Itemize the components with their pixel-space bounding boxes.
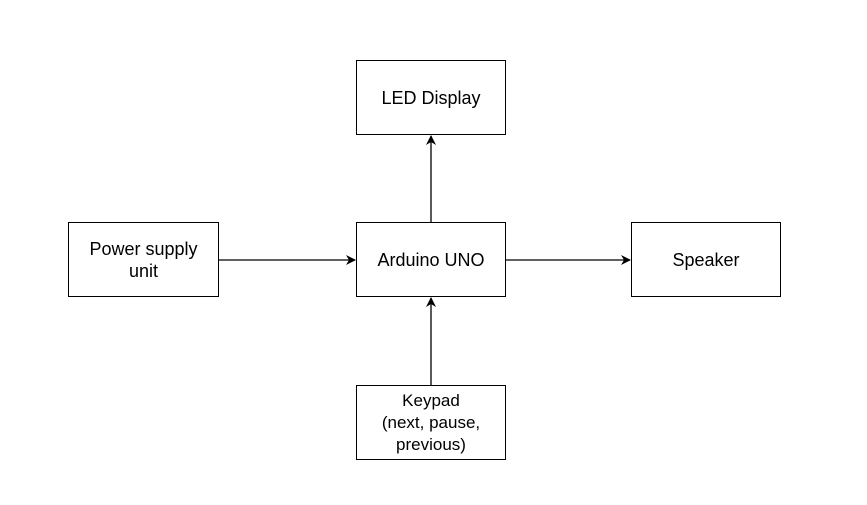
node-keypad: Keypad (next, pause, previous)	[356, 385, 506, 460]
node-keypad-label-line2: (next, pause,	[381, 412, 481, 432]
node-led-display: LED Display	[356, 60, 506, 135]
node-keypad-label-line1: Keypad	[402, 390, 460, 410]
node-arduino-uno: Arduino UNO	[356, 222, 506, 297]
node-speaker-label: Speaker	[672, 249, 740, 270]
node-led-display-label: LED Display	[381, 87, 481, 108]
node-speaker: Speaker	[631, 222, 781, 297]
node-arduino-uno-label: Arduino UNO	[377, 249, 485, 270]
node-power-supply: Power supply unit	[68, 222, 219, 297]
node-power-supply-label-line2: unit	[128, 260, 159, 281]
node-keypad-label-line3: previous)	[396, 434, 466, 454]
node-power-supply-label-line1: Power supply	[89, 238, 198, 259]
